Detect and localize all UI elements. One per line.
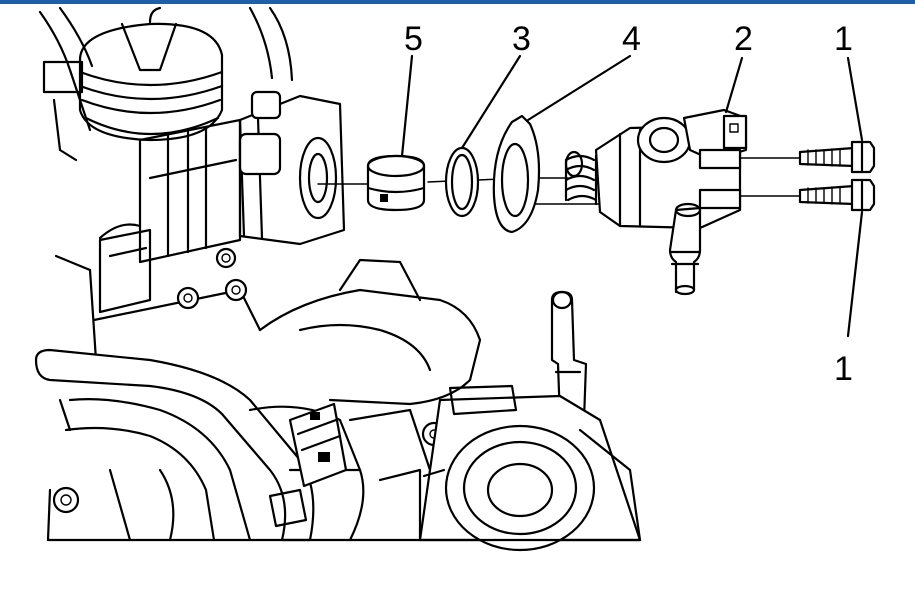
mounting-bolt-upper <box>798 140 876 174</box>
callout-bolt-upper: 1 <box>834 20 853 58</box>
callout-fuel-pump: 2 <box>734 20 753 58</box>
throttle-body <box>418 384 642 552</box>
callout-o-ring: 3 <box>512 20 531 58</box>
callout-gasket: 4 <box>622 20 641 58</box>
pump-spring <box>564 150 598 206</box>
intake-housing <box>248 258 482 542</box>
callout-bolt-lower: 1 <box>834 350 853 388</box>
sensor-connector <box>268 402 348 528</box>
top-frame-border <box>0 0 915 4</box>
callout-labels: 5 3 4 2 1 1 <box>404 20 853 388</box>
lower-hose <box>34 348 315 542</box>
gasket <box>492 114 541 234</box>
oil-filler-cap <box>78 6 224 142</box>
callout-follower: 5 <box>404 20 423 58</box>
leader-lines <box>400 54 864 338</box>
mounting-bolt-lower <box>798 178 876 212</box>
pump-mount-boss <box>238 90 346 246</box>
roller-follower <box>366 154 426 212</box>
o-ring <box>444 146 480 218</box>
dipstick-tube <box>550 290 588 422</box>
high-pressure-fuel-pump <box>564 108 748 296</box>
engine-assembly <box>34 6 642 552</box>
